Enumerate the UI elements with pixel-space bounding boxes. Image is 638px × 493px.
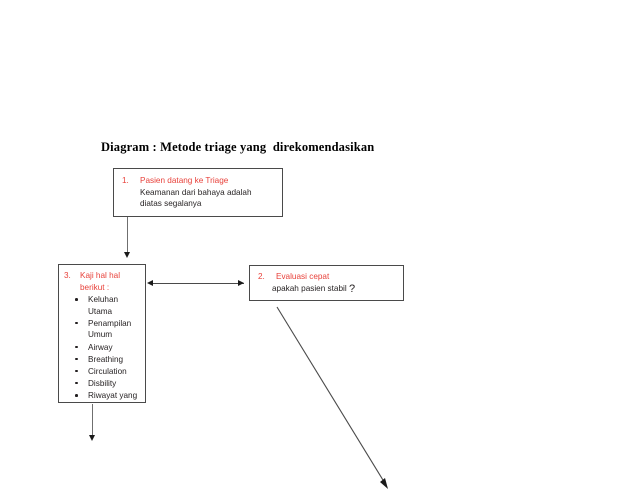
- list-item-label: Airway: [88, 342, 113, 352]
- list-item: Airway: [64, 342, 141, 354]
- list-item: Breathing: [64, 354, 141, 366]
- connector-node3-to-node2-line: [152, 283, 244, 284]
- connector-node1-to-node3-arrowhead: [123, 252, 130, 258]
- list-item: Disbility: [64, 378, 141, 390]
- connector-node2-diagonal: [276, 306, 388, 489]
- list-item: Penampilan Umum: [64, 318, 141, 341]
- connector-node1-to-node3-line: [127, 217, 128, 255]
- flowchart-node-2[interactable]: 2. Evaluasi cepat apakah pasien stabil ?: [249, 265, 404, 301]
- node-2-heading: 2. Evaluasi cepat: [258, 271, 397, 283]
- node-3-item-list: Keluhan Utama Penampilan Umum Airway Bre…: [64, 294, 141, 401]
- node-3-heading-line1: Kaji hal hal: [80, 271, 121, 280]
- bullet-icon: [75, 393, 78, 397]
- node-2-body-text: apakah pasien stabil: [272, 283, 347, 293]
- bullet-icon: [75, 369, 78, 373]
- connector-node2-diagonal-arrowhead: [380, 478, 388, 489]
- node-3-heading: 3. Kaji hal hal berikut :: [64, 270, 141, 293]
- list-item-label: Circulation: [88, 366, 127, 376]
- connector-node3-to-node2-arrowhead-right: [238, 280, 244, 286]
- flowchart-node-3[interactable]: 3. Kaji hal hal berikut : Keluhan Utama P…: [58, 264, 146, 403]
- page-title: Diagram : Metode triage yang direkomenda…: [101, 140, 375, 154]
- bullet-icon: [75, 321, 78, 325]
- connector-node3-downward-line: [92, 404, 93, 438]
- node-2-heading-text: Evaluasi cepat: [276, 272, 330, 281]
- bullet-icon: [75, 298, 78, 301]
- bullet-icon: [75, 381, 78, 385]
- node-3-heading-line2: berikut :: [80, 282, 110, 292]
- list-item: Keluhan Utama: [64, 294, 141, 317]
- list-item-label: Riwayat yang: [88, 390, 138, 400]
- list-item: Riwayat yang: [64, 390, 141, 402]
- node-3-number: 3.: [64, 271, 71, 280]
- node-2-number: 2.: [258, 272, 265, 281]
- connector-node3-to-node2-arrowhead-left: [147, 280, 153, 286]
- node-2-question-mark: ?: [348, 282, 356, 295]
- list-item-label: Penampilan Umum: [88, 318, 132, 340]
- flowchart-node-1[interactable]: 1. Pasien datang ke Triage Keamanan dari…: [113, 168, 283, 217]
- node-1-number: 1.: [122, 176, 129, 185]
- list-item-label: Disbility: [88, 378, 117, 388]
- list-item-label: Keluhan Utama: [88, 295, 119, 316]
- node-2-body: apakah pasien stabil ?: [258, 283, 397, 296]
- bullet-icon: [75, 357, 78, 361]
- node-1-heading: 1. Pasien datang ke Triage: [122, 175, 274, 187]
- list-item: Circulation: [64, 366, 141, 378]
- list-item-label: Breathing: [88, 354, 124, 364]
- connector-node2-diagonal-line: [276, 306, 387, 486]
- node-1-body: Keamanan dari bahaya adalah diatas segal…: [140, 187, 252, 209]
- node-1-heading-text: Pasien datang ke Triage: [140, 176, 229, 185]
- connector-node3-downward-arrowhead: [88, 435, 95, 441]
- bullet-icon: [75, 345, 78, 349]
